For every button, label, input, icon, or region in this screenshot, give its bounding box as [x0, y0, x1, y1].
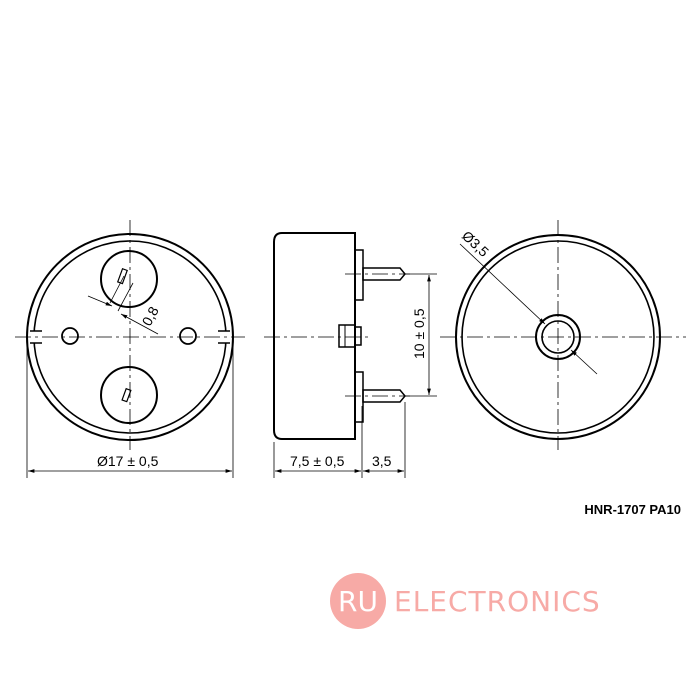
- dim-hole-diameter: Ø3,5: [459, 227, 492, 260]
- model-number: HNR-1707 PA10: [584, 502, 681, 517]
- dim-body-height: 7,5 ± 0,5: [290, 453, 345, 469]
- dim-pin-width: 0,8: [139, 304, 162, 329]
- mount-hole-left: [61, 327, 79, 345]
- dim-pin-length: 3,5: [372, 453, 392, 469]
- logo-text: ELECTRONICS: [394, 585, 601, 618]
- logo-badge-text: RU: [338, 585, 378, 618]
- ru-electronics-logo: RU ELECTRONICS: [330, 573, 601, 629]
- mount-hole-right: [179, 327, 197, 345]
- pin-pad-top: [100, 250, 158, 308]
- side-view: [264, 232, 437, 478]
- pin-pad-bottom: [100, 366, 158, 424]
- bottom-view: [15, 220, 245, 478]
- bottom-pin: [362, 389, 406, 403]
- dim-pin-spacing: 10 ± 0,5: [411, 308, 427, 359]
- top-view: [440, 220, 686, 450]
- dim-body-diameter: Ø17 ± 0,5: [97, 453, 159, 469]
- logo-badge: [330, 573, 386, 629]
- top-pin: [362, 267, 406, 281]
- side-body: [273, 232, 356, 440]
